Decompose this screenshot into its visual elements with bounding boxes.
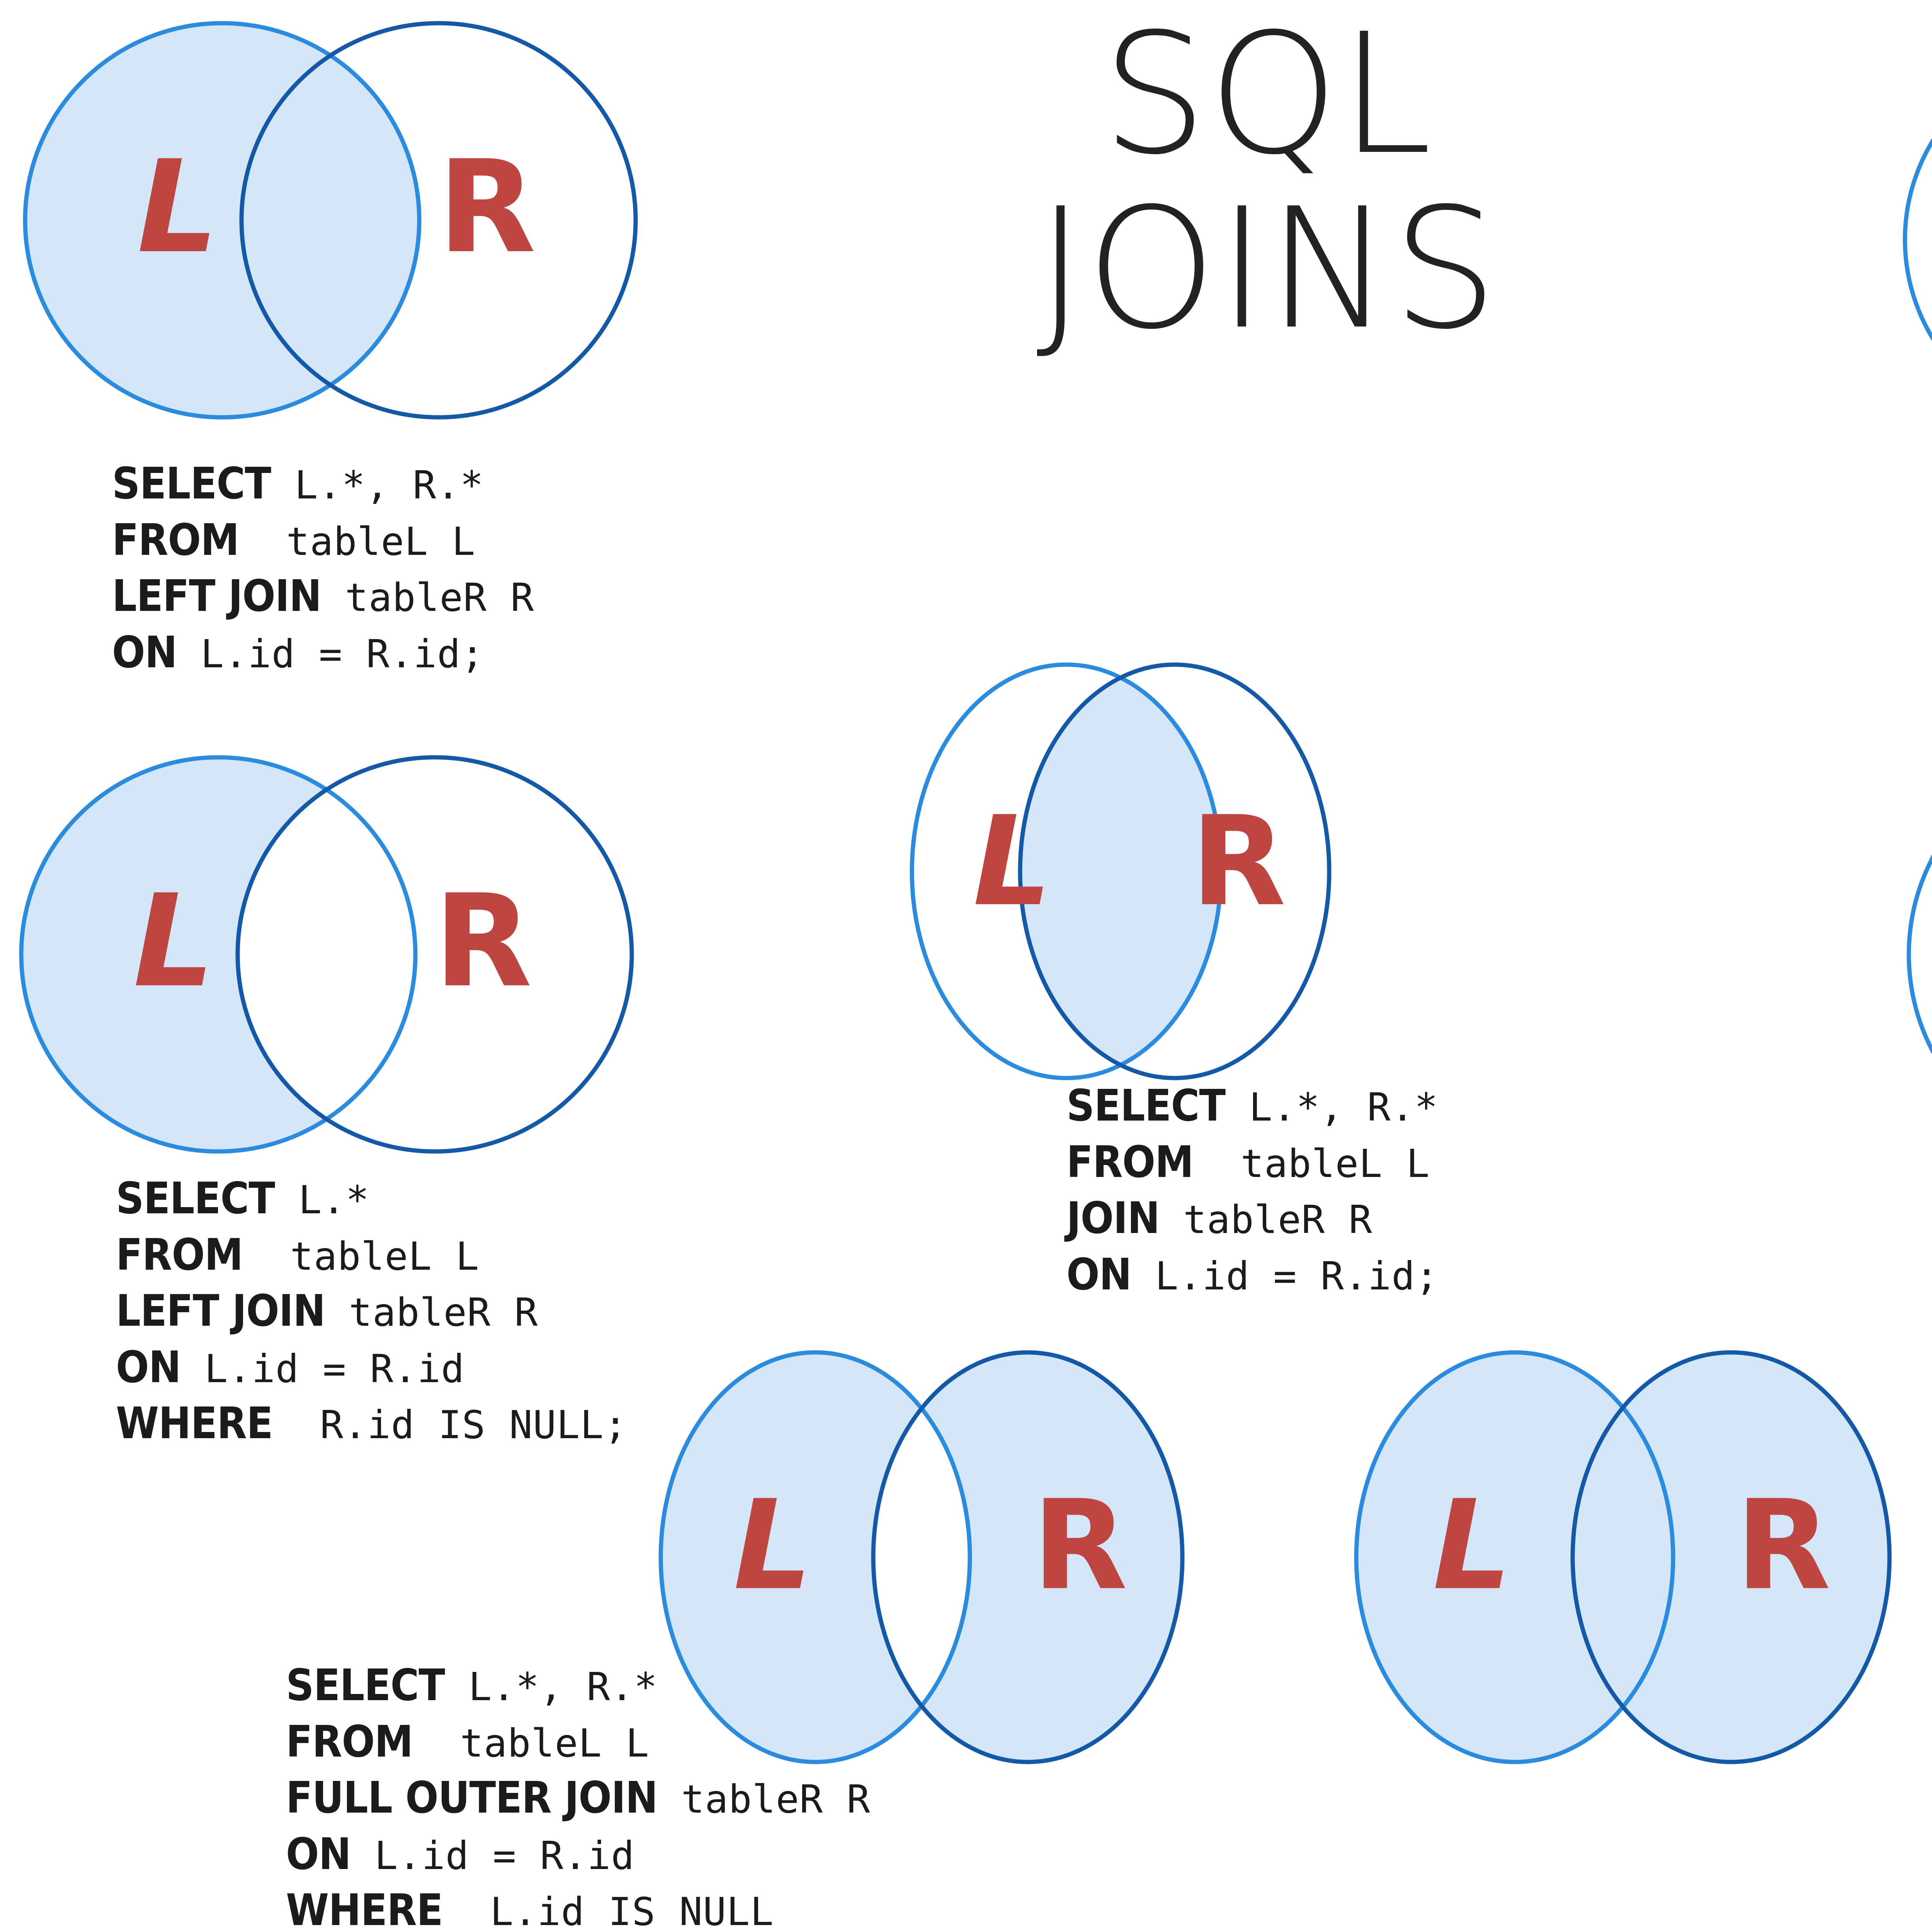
- venn-full-outer-join: L R: [1349, 1337, 1932, 1793]
- sql-keyword: ON: [286, 1829, 351, 1879]
- caption-full-outer-anti-join: SELECT L.*, R.* FROM tableL L FULL OUTER…: [286, 1658, 871, 1932]
- sql-code: tableL L: [413, 1720, 650, 1766]
- right-circle: [235, 755, 634, 1154]
- page-title: SQL JOINS: [1036, 0, 1499, 366]
- right-circle: [1570, 1350, 1892, 1764]
- left-circle: [1354, 1350, 1675, 1764]
- sql-code: L.id IS NULL: [442, 1889, 774, 1932]
- left-set-letter: L: [133, 867, 214, 1015]
- sql-code: tableR R: [1159, 1197, 1372, 1243]
- sql-code: tableR R: [325, 1290, 538, 1335]
- sql-code: L.id = R.id: [350, 1833, 635, 1878]
- sql-code: L.*, R.*: [271, 463, 484, 508]
- right-set-letter: R: [1736, 1474, 1831, 1617]
- right-set-letter: R: [1191, 790, 1286, 934]
- sql-code: tableR R: [657, 1777, 871, 1822]
- left-circle: [1903, 138, 1932, 341]
- sql-keyword: SELECT: [116, 1173, 275, 1224]
- left-set-letter: L: [1433, 1474, 1512, 1617]
- sql-code: L.id = R.id;: [1131, 1253, 1439, 1299]
- left-set-letter: L: [733, 1474, 812, 1617]
- sql-code: L.id = R.id;: [177, 631, 485, 677]
- left-circle: [23, 21, 422, 420]
- sql-code: L.*: [275, 1177, 369, 1223]
- sql-keyword: SELECT: [286, 1660, 445, 1711]
- venn-inner-join: L R: [908, 657, 1345, 1090]
- right-circle: [871, 1350, 1185, 1764]
- caption-left-anti-join: SELECT L.* FROM tableL L LEFT JOIN table…: [116, 1171, 628, 1452]
- sql-keyword: FROM: [286, 1716, 413, 1767]
- sql-keyword: FROM: [1066, 1137, 1194, 1187]
- left-set-letter: L: [973, 790, 1052, 934]
- sql-code: tableL L: [243, 1233, 480, 1279]
- sql-keyword: FULL OUTER JOIN: [286, 1773, 658, 1823]
- sql-keyword: WHERE: [116, 1398, 273, 1449]
- left-circle: [19, 755, 418, 1154]
- left-circle-fill: [25, 23, 419, 417]
- sql-keyword: LEFT JOIN: [116, 1286, 326, 1337]
- sql-keyword: LEFT JOIN: [112, 571, 322, 622]
- sql-code: L.*, R.*: [1225, 1085, 1439, 1130]
- sql-keyword: ON: [116, 1342, 181, 1393]
- venn-left-join: L R: [12, 12, 649, 437]
- sql-keyword: ON: [1066, 1249, 1132, 1300]
- sql-code: tableL L: [239, 519, 476, 564]
- left-set-letter: L: [137, 133, 218, 281]
- right-circle: [1018, 662, 1332, 1080]
- sql-keyword: FROM: [112, 515, 239, 565]
- left-circle: [658, 1350, 972, 1764]
- sql-keyword: FROM: [116, 1230, 243, 1280]
- venn-left-anti-join: L R: [8, 746, 645, 1171]
- right-set-letter: R: [434, 867, 532, 1015]
- sql-code: R.id IS NULL;: [272, 1402, 628, 1448]
- sql-code: L.id = R.id: [180, 1346, 465, 1391]
- sql-keyword: JOIN: [1066, 1193, 1160, 1244]
- right-circle: [239, 21, 638, 420]
- venn-right-join: L R: [1897, 43, 1932, 452]
- sql-keyword: SELECT: [112, 459, 271, 509]
- right-set-letter: R: [1032, 1474, 1128, 1617]
- intersection-fill: [1020, 665, 1221, 1078]
- sql-code: L.*, R.*: [445, 1664, 658, 1709]
- caption-inner-join: SELECT L.*, R.* FROM tableL L JOIN table…: [1066, 1078, 1439, 1303]
- venn-full-outer-anti-join: L R: [657, 1337, 1275, 1793]
- sql-keyword: ON: [112, 627, 177, 678]
- sql-code: tableR R: [321, 575, 534, 621]
- sql-keyword: SELECT: [1066, 1081, 1226, 1131]
- right-set-letter: R: [438, 133, 536, 281]
- sql-keyword: WHERE: [286, 1885, 443, 1932]
- left-circle: [910, 662, 1223, 1080]
- venn-right-anti-join: L R: [1897, 746, 1932, 1171]
- caption-left-join: SELECT L.*, R.* FROM tableL L LEFT JOIN …: [112, 456, 534, 681]
- left-circle: [1906, 854, 1932, 1054]
- left-minus-right-fill: [21, 757, 415, 1151]
- sql-code: tableL L: [1193, 1141, 1430, 1186]
